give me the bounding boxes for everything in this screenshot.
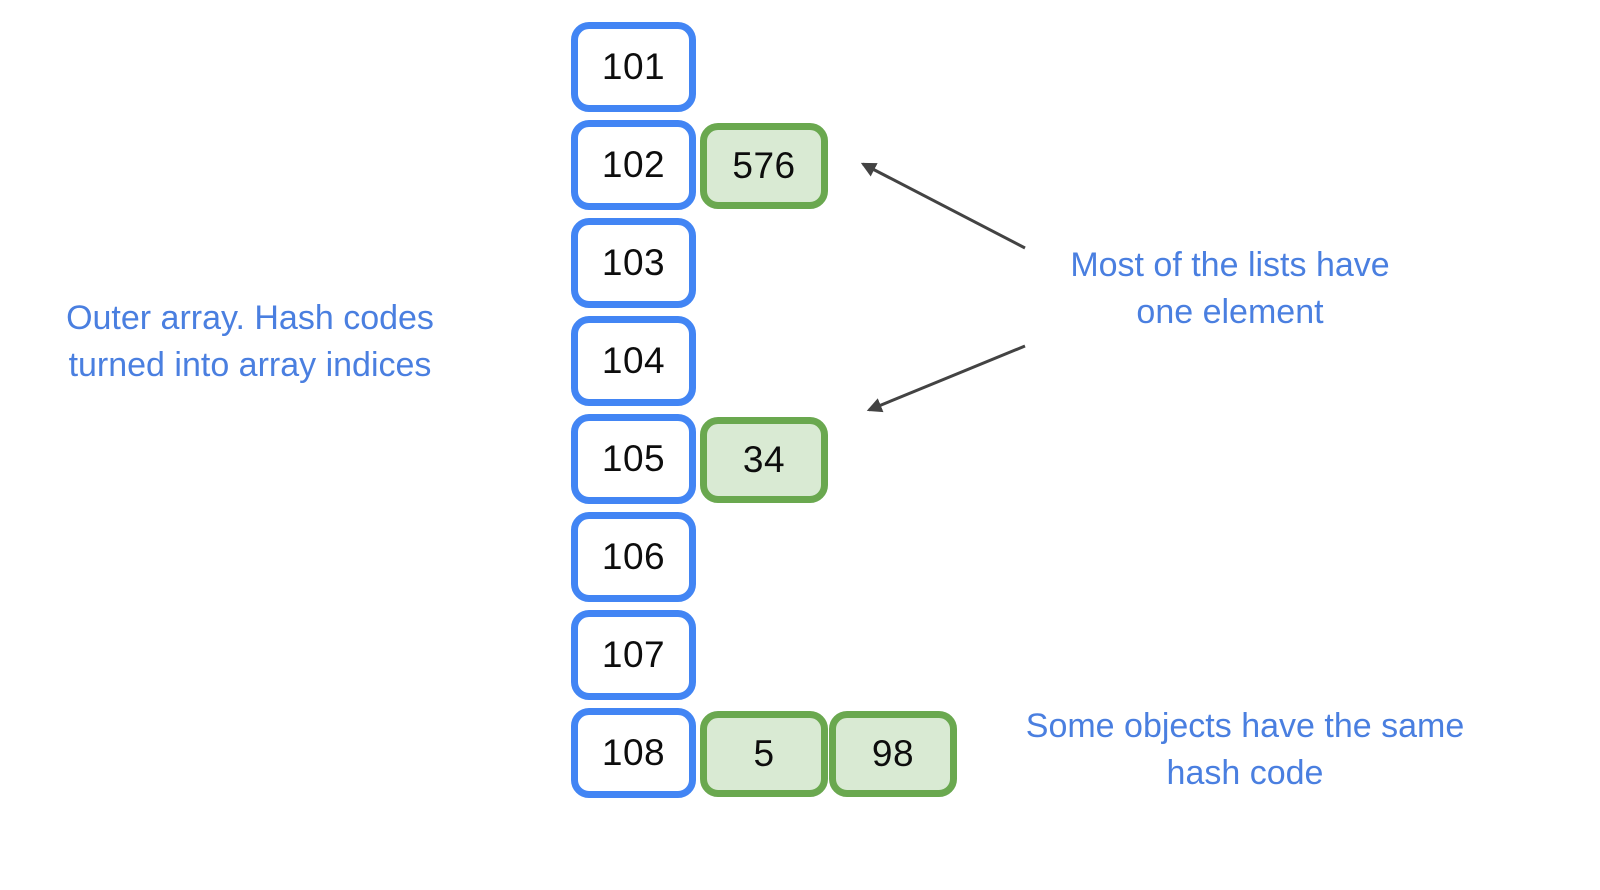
annotation-most-lists-have-one-element: Most of the lists have one element [1070,246,1390,331]
list-entry-cell[interactable]: 5 [700,711,828,797]
list-entry-cell[interactable]: 98 [829,711,957,797]
annotation-outer-array: Outer array. Hash codes turned into arra… [66,299,434,384]
array-index-cell[interactable]: 104 [571,316,696,406]
arrow-to-576 [860,162,1026,250]
array-index-cell[interactable]: 106 [571,512,696,602]
array-index-cell[interactable]: 105 [571,414,696,504]
array-index-cell[interactable]: 107 [571,610,696,700]
list-entry-cell[interactable]: 34 [700,417,828,503]
annotation-same-hash-code: Some objects have the same hash code [1025,707,1465,792]
arrow-to-34 [866,344,1026,413]
list-entry-cell[interactable]: 576 [700,123,828,209]
array-index-cell[interactable]: 103 [571,218,696,308]
array-index-cell[interactable]: 102 [571,120,696,210]
array-index-cell[interactable]: 101 [571,22,696,112]
array-index-cell[interactable]: 108 [571,708,696,798]
